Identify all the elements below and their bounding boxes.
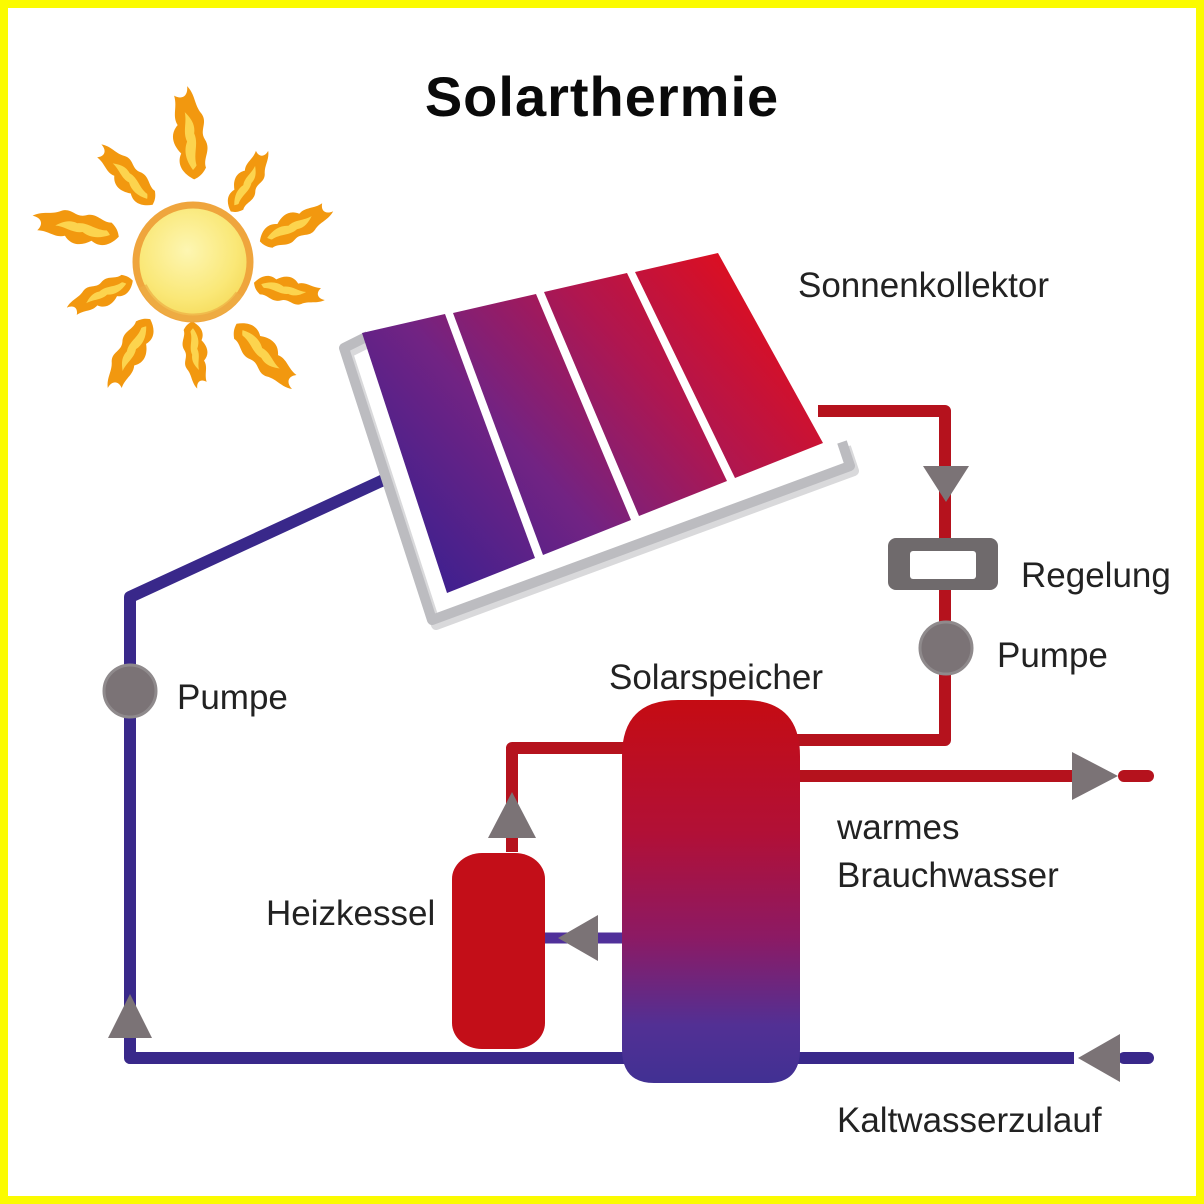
arrow-left-return-icon (558, 915, 598, 961)
boiler (452, 853, 545, 1049)
label-pumpe-right: Pumpe (997, 636, 1108, 675)
collector-frame (339, 331, 855, 625)
label-warmes: warmes (837, 808, 960, 847)
label-heizkessel: Heizkessel (266, 894, 436, 933)
flow-arrows (108, 466, 1120, 1082)
control-unit (888, 538, 998, 590)
pump-left (102, 663, 158, 719)
label-sonnenkollektor: Sonnenkollektor (798, 266, 1049, 305)
arrow-up-cold-icon (108, 994, 152, 1038)
page-title: Solarthermie (424, 65, 780, 128)
solar-collector (339, 253, 859, 630)
sun-icon (28, 86, 339, 400)
label-regelung: Regelung (1021, 556, 1171, 595)
arrow-down-icon (923, 466, 969, 502)
arrow-up-boiler-icon (488, 792, 536, 838)
arrow-left-cold-water-icon (1078, 1034, 1120, 1082)
label-kaltwasserzulauf: Kaltwasserzulauf (837, 1101, 1102, 1140)
arrow-right-hot-water-icon (1072, 752, 1118, 800)
pump-right (918, 620, 974, 676)
storage-tank (622, 700, 800, 1083)
collector-panels (362, 253, 823, 593)
label-solarspeicher: Solarspeicher (609, 658, 823, 697)
label-pumpe-left: Pumpe (177, 678, 288, 717)
label-brauchwasser: Brauchwasser (837, 856, 1059, 895)
cold-water-pipe (124, 471, 1154, 1064)
